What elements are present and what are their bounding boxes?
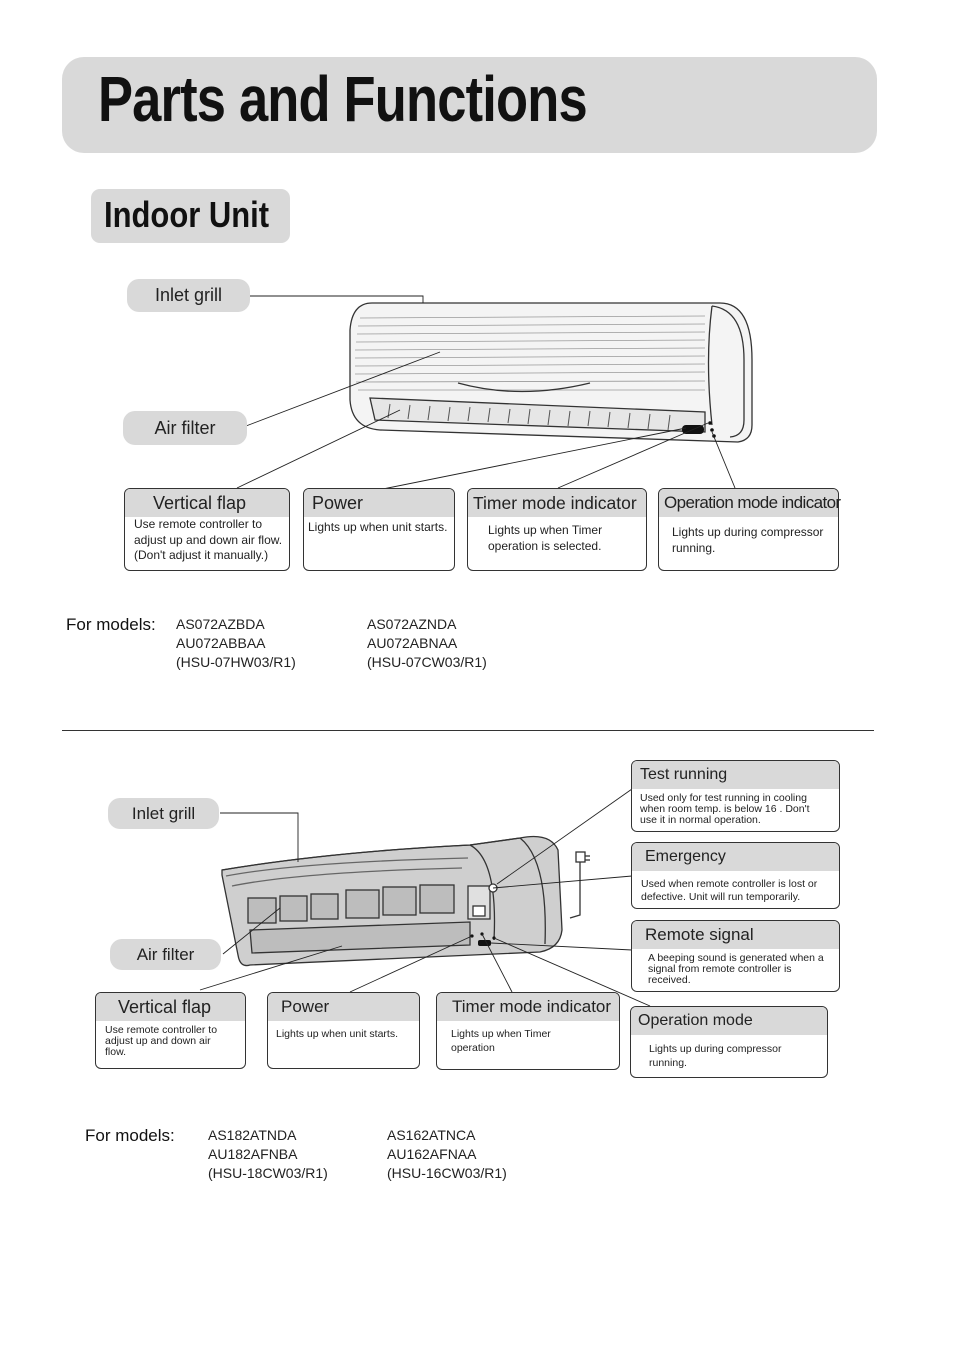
vertical-flap-heading-2: Vertical flap — [96, 993, 245, 1021]
models-label-1: For models: — [66, 615, 156, 634]
test-running-description: Used only for test running in cooling wh… — [640, 792, 810, 826]
model-line: AS182ATNDA — [208, 1127, 297, 1143]
model-line: (HSU-16CW03/R1) — [387, 1165, 507, 1181]
subtitle-banner — [91, 189, 290, 243]
timer-mode-box-2: Timer mode indicator Lights up when Time… — [436, 992, 620, 1070]
timer-mode-description-2: Lights up when Timer operation — [451, 1028, 551, 1054]
models-col-1b: AS072AZNDA AU072ABNAA (HSU-07CW03/R1) — [367, 615, 487, 672]
inlet-grill-label-2: Inlet grill — [108, 798, 219, 829]
operation-mode-heading: Operation mode indicator — [659, 489, 841, 517]
remote-signal-box: Remote signal A beeping sound is generat… — [631, 920, 840, 992]
indoor-unit-2-illustration — [221, 835, 590, 967]
model-line: (HSU-07CW03/R1) — [367, 654, 487, 670]
remote-signal-heading: Remote signal — [632, 921, 839, 949]
inlet-grill-label: Inlet grill — [127, 279, 250, 312]
indoor-unit-1-illustration — [349, 302, 753, 443]
section-divider — [62, 730, 874, 731]
model-line: AS162ATNCA — [387, 1127, 476, 1143]
vertical-flap-box-2: Vertical flap Use remote controller to a… — [95, 992, 246, 1069]
vertical-flap-box: Vertical flap Use remote controller to a… — [124, 488, 290, 571]
model-line: AU072ABNAA — [367, 635, 458, 651]
power-heading: Power — [304, 489, 454, 517]
test-running-heading: Test running — [632, 761, 839, 789]
operation-mode-description: Lights up during compressor running. — [672, 525, 824, 555]
model-line: AU072ABBAA — [176, 635, 266, 651]
models-col-2b: AS162ATNCA AU162AFNAA (HSU-16CW03/R1) — [387, 1126, 507, 1183]
operation-mode-description-2: Lights up during compressor running. — [649, 1043, 782, 1069]
section-title: Indoor Unit — [104, 194, 270, 235]
power-box: Power Lights up when unit starts. — [303, 488, 455, 571]
timer-mode-heading: Timer mode indicator — [468, 489, 646, 517]
timer-mode-description: Lights up when Timer operation is select… — [488, 523, 603, 553]
emergency-heading: Emergency — [632, 843, 839, 871]
vertical-flap-description: Use remote controller to adjust up and d… — [134, 517, 283, 562]
models-label-2: For models: — [85, 1126, 175, 1145]
remote-signal-description: A beeping sound is generated when a sign… — [648, 952, 824, 986]
air-filter-label: Air filter — [123, 411, 247, 445]
power-description-2: Lights up when unit starts. — [276, 1028, 398, 1040]
operation-mode-heading-2: Operation mode — [631, 1007, 827, 1035]
timer-mode-heading-2: Timer mode indicator — [437, 993, 619, 1021]
test-running-box: Test running Used only for test running … — [631, 760, 840, 832]
page-title: Parts and Functions — [98, 63, 588, 135]
emergency-box: Emergency Used when remote controller is… — [631, 842, 840, 909]
title-banner — [62, 57, 877, 153]
power-heading-2: Power — [268, 993, 419, 1021]
power-description: Lights up when unit starts. — [308, 520, 448, 534]
model-line: (HSU-07HW03/R1) — [176, 654, 296, 670]
vertical-flap-description-2: Use remote controller to adjust up and d… — [105, 1024, 218, 1058]
model-line: AS072AZNDA — [367, 616, 457, 632]
timer-mode-box: Timer mode indicator Lights up when Time… — [467, 488, 647, 571]
model-line: (HSU-18CW03/R1) — [208, 1165, 328, 1181]
models-col-2a: AS182ATNDA AU182AFNBA (HSU-18CW03/R1) — [208, 1126, 328, 1183]
air-filter-label-2: Air filter — [110, 939, 221, 970]
emergency-description: Used when remote controller is lost or d… — [641, 878, 818, 903]
models-col-1a: AS072AZBDA AU072ABBAA (HSU-07HW03/R1) — [176, 615, 296, 672]
model-line: AU162AFNAA — [387, 1146, 477, 1162]
operation-mode-box-2: Operation mode Lights up during compress… — [630, 1006, 828, 1078]
model-line: AS072AZBDA — [176, 616, 265, 632]
operation-mode-box: Operation mode indicator Lights up durin… — [658, 488, 841, 571]
model-line: AU182AFNBA — [208, 1146, 298, 1162]
vertical-flap-heading: Vertical flap — [125, 489, 289, 517]
power-box-2: Power Lights up when unit starts. — [267, 992, 420, 1069]
